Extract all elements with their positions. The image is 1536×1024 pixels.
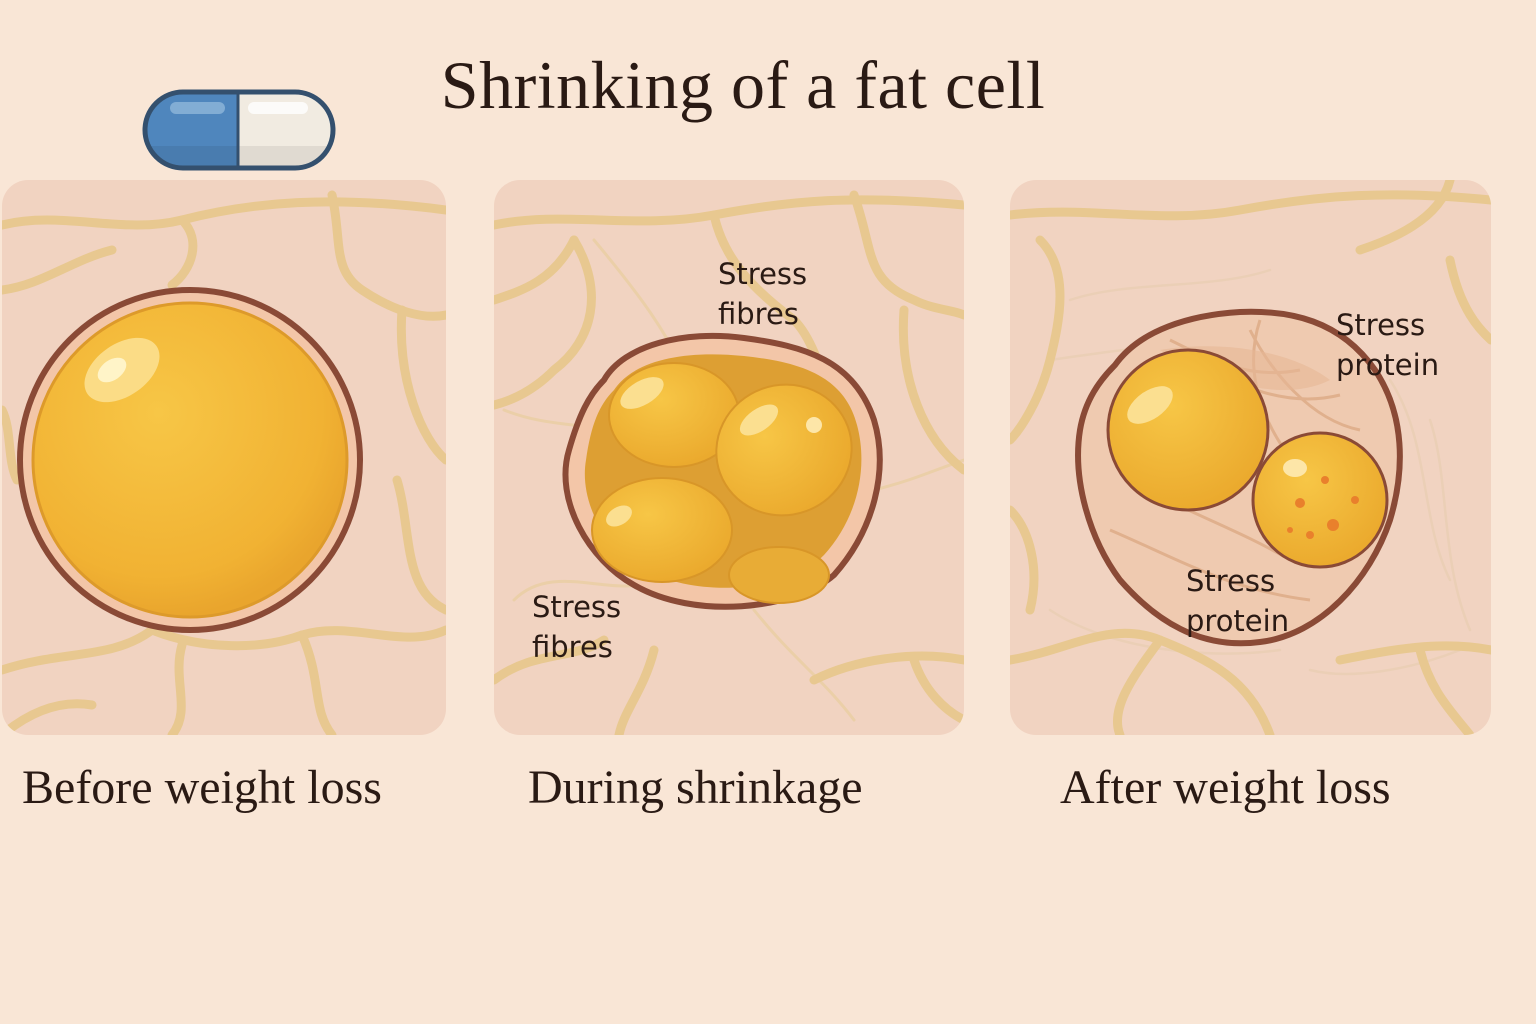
capsule-pill-icon bbox=[142, 89, 336, 171]
label-stress-fibres-top: Stress fibres bbox=[718, 257, 808, 331]
caption-after-weight-loss: After weight loss bbox=[1060, 761, 1391, 814]
label-stress-protein-top: Stress protein bbox=[1336, 308, 1440, 382]
panel-after-weight-loss bbox=[1010, 180, 1491, 735]
panel-before-weight-loss bbox=[2, 180, 446, 735]
caption-before-weight-loss: Before weight loss bbox=[22, 761, 382, 814]
diagram-title: Shrinking of a fat cell bbox=[440, 47, 1046, 123]
label-stress-protein-inner: Stress protein bbox=[1186, 564, 1290, 638]
label-stress-fibres-bottom: Stress fibres bbox=[532, 590, 622, 664]
caption-during-shrinkage: During shrinkage bbox=[528, 761, 863, 814]
panel-during-shrinkage bbox=[494, 180, 964, 735]
